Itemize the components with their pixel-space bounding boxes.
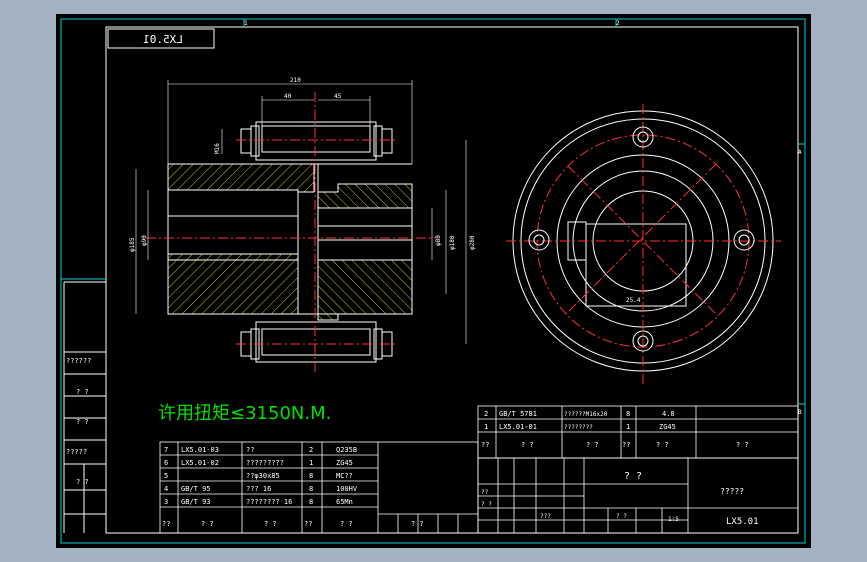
parts-cell-material: Q235B (336, 446, 357, 454)
parts-cell-no: 6 (164, 459, 168, 467)
bom-top-qty: 8 (626, 410, 630, 418)
parts-cell-qty: 2 (309, 446, 313, 454)
dim-right-bore: φ80 (435, 235, 442, 246)
dim-left-bore: φ90 (141, 235, 148, 246)
margin-label: ? ? (76, 388, 89, 396)
parts-cell-material: MC?? (336, 472, 353, 480)
bom-top-header-qty: ?? (622, 441, 630, 449)
parts-header-code: ? ? (201, 520, 214, 528)
bom-top-material: 4.8 (662, 410, 675, 418)
parts-cell-qty: 8 (309, 472, 313, 480)
parts-cell-code: LX5.01-03 (181, 446, 219, 454)
company-name: ????? (720, 487, 744, 496)
left-margin-table (63, 281, 106, 533)
cad-drawing: 1 2 A B LX5.01 ?????? ? ? ? ? ????? ? ? (60, 18, 806, 544)
parts-header-qty: ?? (304, 520, 312, 528)
bom-top-header-no: ?? (481, 441, 489, 449)
parts-cell-name: ??? 16 (246, 485, 271, 493)
parts-cell-no: 5 (164, 472, 168, 480)
dim-left-dia: φ185 (129, 237, 136, 252)
bom-top-name: ??????M16x20 (564, 411, 608, 418)
parts-cell-name: ??φ30x85 (246, 472, 280, 480)
dim-stud: M16 (214, 143, 221, 154)
parts-cell-no: 3 (164, 498, 168, 506)
title-mark: ? ? (616, 513, 627, 520)
dim-right-outer: φ280 (469, 235, 476, 250)
parts-cell-qty: 8 (309, 498, 313, 506)
dim-left-width: 40 (284, 93, 292, 100)
margin-label: ????? (66, 448, 87, 456)
dimension-lines (135, 80, 467, 344)
parts-cell-material: ZG45 (336, 459, 353, 467)
scale: 1:5 (668, 516, 679, 523)
zone-label-2: 2 (616, 20, 620, 27)
torque-note: 许用扭矩≤3150N.M. (158, 403, 331, 424)
bom-top-no: 1 (484, 423, 488, 431)
part-name: ? ? (624, 471, 642, 482)
drawing-code-box: LX5.01 (107, 28, 215, 49)
margin-label: ? ? (76, 478, 89, 486)
bom-top-code: LX5.01-01 (499, 423, 537, 431)
margin-label: ? ? (76, 418, 89, 426)
dim-right-width: 45 (334, 93, 342, 100)
bom-top-material: ZG45 (659, 423, 676, 431)
parts-header-no: ?? (162, 520, 170, 528)
bom-top-header-name: ? ? (586, 441, 599, 449)
parts-cell-name: ????????? (246, 459, 284, 467)
parts-cell-qty: 8 (309, 485, 313, 493)
bom-top-header-material: ? ? (656, 441, 669, 449)
parts-header-name: ? ? (264, 520, 277, 528)
parts-cell-qty: 1 (309, 459, 313, 467)
dim-right-dia: φ180 (449, 235, 456, 250)
dim-overall-length: 210 (290, 77, 301, 84)
bom-top-header-code: ? ? (521, 441, 534, 449)
parts-cell-no: 7 (164, 446, 168, 454)
bom-top-qty: 1 (626, 423, 630, 431)
parts-list-table (159, 441, 479, 534)
keyway-label: 25.4 (626, 297, 641, 304)
parts-cell-no: 4 (164, 485, 168, 493)
drawing-code-mirrored: LX5.01 (143, 33, 183, 46)
parts-header-remark: ? ? (411, 520, 424, 528)
title-mark: ??? (540, 513, 551, 520)
margin-label: ?????? (66, 357, 91, 365)
bom-top-name: ???????? (564, 424, 593, 431)
zone-label-a: A (798, 149, 802, 156)
cad-viewport[interactable]: 1 2 A B LX5.01 ?????? ? ? ? ? ????? ? ? (56, 14, 811, 548)
parts-cell-code: GB/T 95 (181, 485, 211, 493)
coupling-end-view (506, 104, 781, 384)
zone-label-1: 1 (244, 20, 248, 27)
parts-cell-name: ?? (246, 446, 254, 454)
bom-top-no: 2 (484, 410, 488, 418)
parts-cell-code: GB/T 93 (181, 498, 211, 506)
bom-top-code: GB/T 5781 (499, 410, 537, 418)
coupling-section-view (146, 92, 436, 372)
parts-header-material: ? ? (340, 520, 353, 528)
drawing-number: LX5.01 (726, 517, 759, 527)
title-mark: ? ? (481, 501, 492, 508)
title-mark: ?? (481, 489, 489, 496)
zone-label-b: B (798, 409, 802, 416)
bom-top-table (477, 405, 799, 459)
parts-cell-code: LX5.01-02 (181, 459, 219, 467)
parts-cell-material: 65Mn (336, 498, 353, 506)
parts-list-rows: 7 LX5.01-03?? 2 Q235B 6 LX5.01-02????????? 1 ZG… (164, 446, 358, 506)
parts-cell-material: 100HV (336, 485, 358, 493)
parts-cell-name: ???????? 16 (246, 498, 292, 506)
bom-top-header-remark: ? ? (736, 441, 749, 449)
